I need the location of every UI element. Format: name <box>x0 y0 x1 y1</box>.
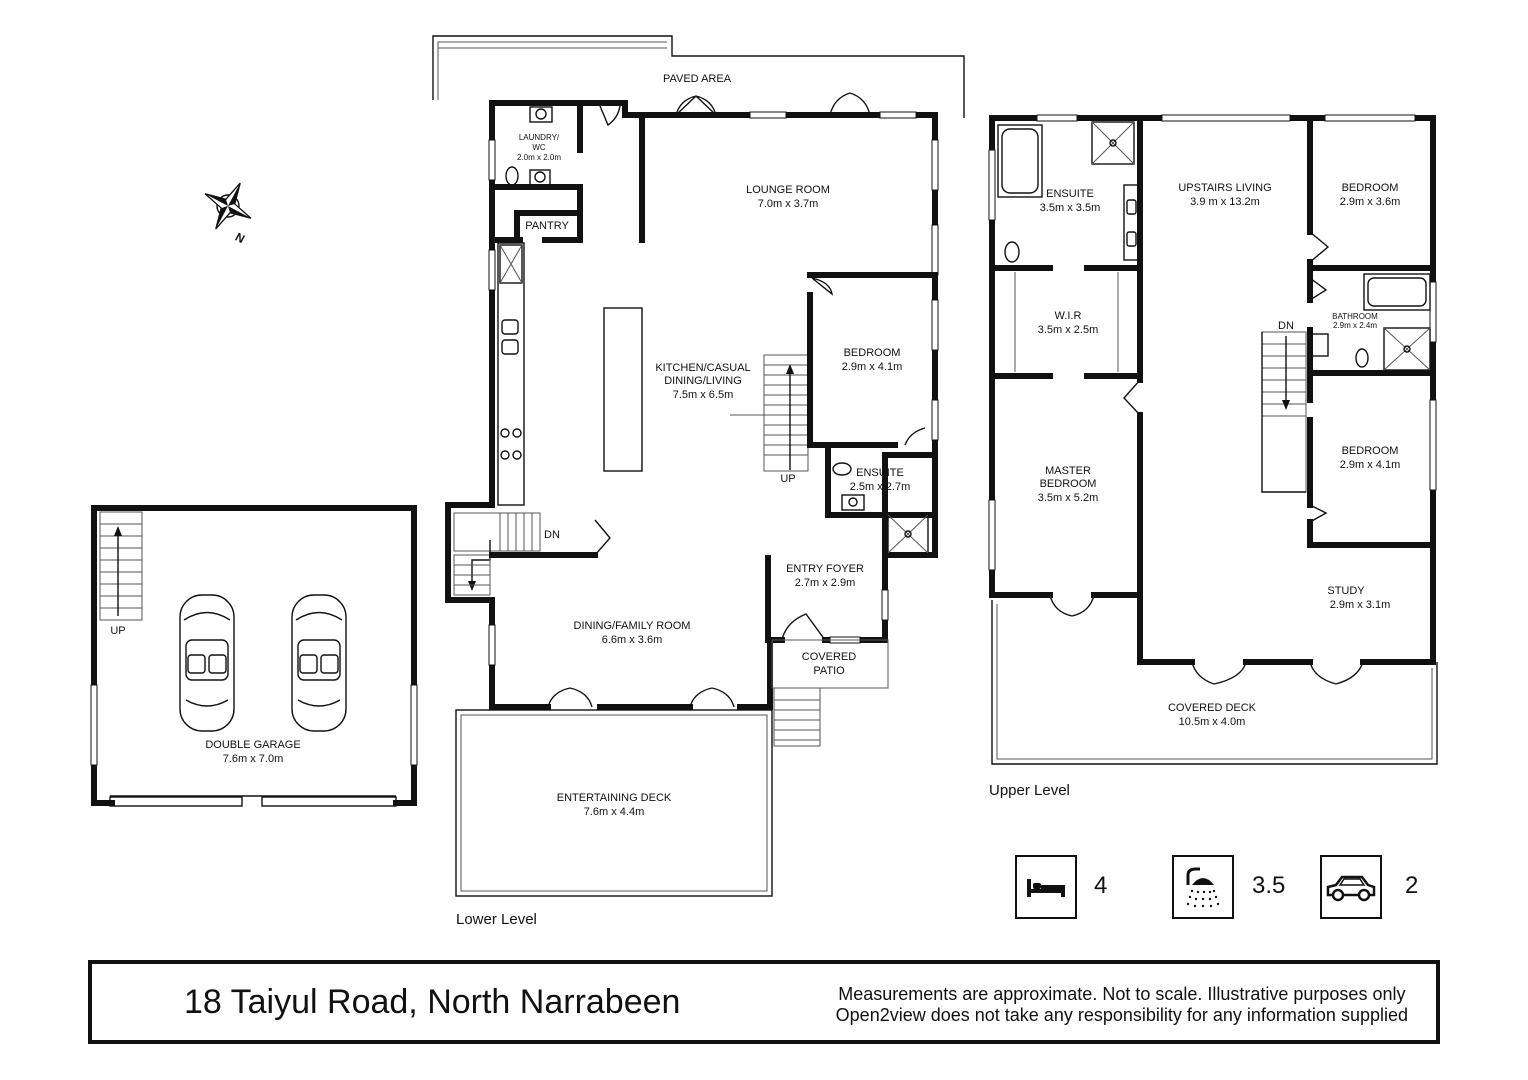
lounge-room-dimensions: 7.0m x 3.7m <box>758 198 819 210</box>
double-garage-dimensions: 7.6m x 7.0m <box>223 753 284 765</box>
pantry-label: PANTRY <box>525 220 569 232</box>
laundry-label-line2: WC <box>532 143 546 152</box>
laundry-dimensions: 2.0m x 2.0m <box>517 153 561 162</box>
property-address: 18 Taiyul Road, North Narrabeen <box>184 983 681 1021</box>
dining-family-dimensions: 6.6m x 3.6m <box>602 634 663 646</box>
upper-level-plan <box>988 114 1438 765</box>
wir-label: W.I.R <box>1055 310 1082 322</box>
ensuite-lower-dimensions: 2.5m x 2.7m <box>850 481 911 493</box>
bathroom-upper-dimensions: 2.9m x 2.4m <box>1333 321 1377 330</box>
master-bedroom-dimensions: 3.5m x 5.2m <box>1038 492 1099 504</box>
lower-level-plan <box>432 35 965 897</box>
lower-level-caption: Lower Level <box>456 911 537 928</box>
study-dimensions: 2.9m x 3.1m <box>1330 599 1391 611</box>
master-bedroom-label-line2: BEDROOM <box>1040 478 1097 490</box>
stair-down-upper-label: DN <box>1278 320 1294 332</box>
study-label: STUDY <box>1327 585 1365 597</box>
ensuite-upper-dimensions: 3.5m x 3.5m <box>1040 202 1101 214</box>
compass-icon: N <box>204 182 252 246</box>
bedroom-lower-dimensions: 2.9m x 4.1m <box>842 361 903 373</box>
stair-labels: UP DN UP DN <box>110 320 1294 637</box>
stair-up-garage-label: UP <box>110 625 125 637</box>
ensuite-lower-label: ENSUITE <box>856 467 904 479</box>
compass-north-label: N <box>233 230 247 246</box>
bathroom-upper-label: BATHROOM <box>1332 312 1378 321</box>
bedroom-upper-1-label: BEDROOM <box>1342 182 1399 194</box>
stair-up-kitchen-label: UP <box>780 473 795 485</box>
master-bedroom-label-line1: MASTER <box>1045 465 1091 477</box>
paved-area-label: PAVED AREA <box>663 73 732 85</box>
kitchen-dimensions: 7.5m x 6.5m <box>673 389 734 401</box>
bedrooms-count: 4 <box>1094 872 1108 899</box>
wir-dimensions: 3.5m x 2.5m <box>1038 324 1099 336</box>
covered-deck-dimensions: 10.5m x 4.0m <box>1179 716 1246 728</box>
bathrooms-count: 3.5 <box>1252 872 1286 899</box>
dining-family-label: DINING/FAMILY ROOM <box>574 620 691 632</box>
bedroom-lower-label: BEDROOM <box>844 347 901 359</box>
ensuite-upper-label: ENSUITE <box>1046 188 1094 200</box>
disclaimer-line-2: Open2view does not take any responsibili… <box>835 1005 1408 1025</box>
covered-deck-label: COVERED DECK <box>1168 702 1257 714</box>
car-icon <box>1320 855 1382 919</box>
car-illustration-right <box>291 594 347 732</box>
kitchen-label-line1: KITCHEN/CASUAL <box>655 362 750 374</box>
disclaimer: Measurements are approximate. Not to sca… <box>836 984 1408 1026</box>
bedroom-upper-1-dimensions: 2.9m x 3.6m <box>1340 196 1401 208</box>
footer-banner: 18 Taiyul Road, North Narrabeen Measurem… <box>88 960 1440 1044</box>
upper-level-caption: Upper Level <box>989 782 1070 799</box>
shower-icon <box>1172 855 1234 919</box>
kitchen-label-line2: DINING/LIVING <box>664 375 742 387</box>
lounge-room-label: LOUNGE ROOM <box>746 184 830 196</box>
car-illustration-left <box>179 594 235 732</box>
bedroom-upper-2-label: BEDROOM <box>1342 445 1399 457</box>
bedroom-upper-2-dimensions: 2.9m x 4.1m <box>1340 459 1401 471</box>
laundry-label-line1: LAUNDRY/ <box>519 133 560 142</box>
entertaining-deck-dimensions: 7.6m x 4.4m <box>584 806 645 818</box>
garage-plan <box>90 505 418 807</box>
double-garage-label: DOUBLE GARAGE <box>205 739 300 751</box>
disclaimer-line-1: Measurements are approximate. Not to sca… <box>838 984 1406 1004</box>
covered-patio-label-line1: COVERED <box>802 651 856 663</box>
covered-patio-label-line2: PATIO <box>813 665 845 677</box>
entertaining-deck-label: ENTERTAINING DECK <box>557 792 672 804</box>
entry-foyer-dimensions: 2.7m x 2.9m <box>795 577 856 589</box>
car-spaces-count: 2 <box>1405 872 1419 899</box>
room-labels: PAVED AREA LAUNDRY/ WC 2.0m x 2.0m PANTR… <box>205 73 1400 818</box>
entry-foyer-label: ENTRY FOYER <box>786 563 864 575</box>
upstairs-living-label: UPSTAIRS LIVING <box>1178 182 1271 194</box>
stair-down-lower-label: DN <box>544 529 560 541</box>
bed-icon <box>1015 855 1077 919</box>
upstairs-living-dimensions: 3.9 m x 13.2m <box>1190 196 1260 208</box>
